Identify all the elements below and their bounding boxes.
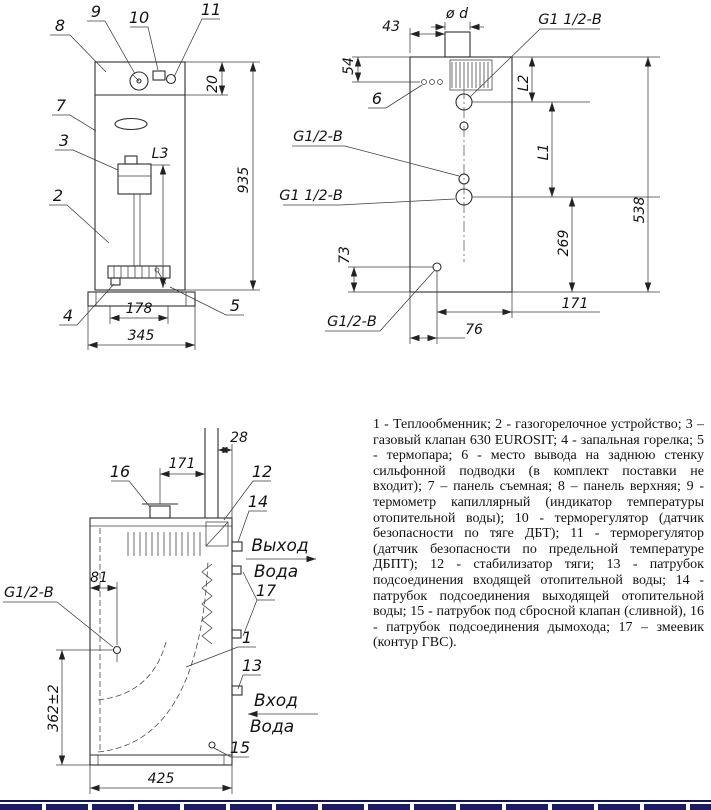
table-edge-cells xyxy=(0,804,711,810)
inlet-pipe-stub xyxy=(231,685,243,696)
coil-fitting-top xyxy=(231,565,242,575)
dim-171-side: 171 xyxy=(169,456,196,472)
callout-14: 14 xyxy=(248,492,268,511)
dim-538: 538 xyxy=(632,197,648,224)
dim-L1: L1 xyxy=(536,144,552,161)
dim-76: 76 xyxy=(465,322,483,338)
callout-7: 7 xyxy=(56,96,67,115)
dim-425: 425 xyxy=(148,771,175,787)
dim-935: 935 xyxy=(236,167,252,194)
dim-73: 73 xyxy=(337,246,353,264)
table-edge xyxy=(0,800,711,810)
callout-8: 8 xyxy=(55,16,65,35)
dim-171-back: 171 xyxy=(562,296,589,312)
outlet-pipe-stub xyxy=(231,541,243,552)
flue-stub-side xyxy=(142,503,178,519)
dim-362: 362±2 xyxy=(46,684,62,731)
label-g12-bottom: G1/2-В xyxy=(327,314,377,330)
callout-12: 12 xyxy=(252,462,272,481)
label-g12-left: G1/2-В xyxy=(293,129,343,145)
dim-20: 20 xyxy=(205,75,221,93)
dim-178: 178 xyxy=(126,301,153,317)
limit-thermostat-knob xyxy=(165,73,177,85)
label-g112-top: G1 1/2-В xyxy=(538,12,602,28)
callout-10: 10 xyxy=(129,8,149,27)
callout-1: 1 xyxy=(242,628,252,647)
dim-54: 54 xyxy=(341,57,357,75)
callout-3: 3 xyxy=(59,131,69,150)
thermometer-icon xyxy=(129,71,149,91)
gas-valve xyxy=(117,155,152,195)
front-view: 8 9 10 11 7 3 2 4 5 20 935 L3 178 xyxy=(49,0,260,350)
callout-9: 9 xyxy=(91,2,101,21)
thermostat-knob xyxy=(152,70,166,81)
callout-5: 5 xyxy=(230,296,240,315)
dim-269: 269 xyxy=(556,230,572,257)
dim-L3: L3 xyxy=(152,146,169,162)
vent-grille xyxy=(449,59,493,91)
gas-connection xyxy=(458,173,470,185)
combustion-chamber-arc xyxy=(97,559,209,753)
label-outlet-word2: Вода xyxy=(254,562,298,582)
thermocouple xyxy=(154,267,167,285)
side-view: 28 171 16 12 14 17 1 13 15 Выход Вода Вх… xyxy=(3,428,318,794)
coil-fitting-bottom xyxy=(231,629,242,639)
drain-connection xyxy=(432,262,442,272)
dhw-coil xyxy=(201,563,213,645)
dim-flue-diameter: ø d xyxy=(445,6,468,22)
label-g112-left: G1 1/2-В xyxy=(279,188,343,204)
dim-43: 43 xyxy=(382,19,400,35)
dim-345: 345 xyxy=(128,328,155,344)
relief-valve-stub xyxy=(208,741,216,749)
callout-6: 6 xyxy=(372,89,382,108)
back-view: ø d 43 54 6 G1 1/2-В G1/2-В G1 1/2-В xyxy=(279,6,660,344)
label-inlet-word2: Вода xyxy=(250,717,294,737)
dim-28: 28 xyxy=(230,430,248,446)
callout-11: 11 xyxy=(201,0,221,19)
dim-L2: L2 xyxy=(516,75,532,92)
label-outlet-word1: Выход xyxy=(251,536,308,556)
boiler-side-outline xyxy=(89,517,233,766)
draft-stabilizer xyxy=(205,521,229,547)
drain-fitting-side xyxy=(112,645,122,662)
callout-2: 2 xyxy=(53,186,63,205)
callout-15: 15 xyxy=(230,738,250,757)
callout-13: 13 xyxy=(242,656,262,675)
legend-text: 1 - Теплообменник; 2 - газогорелочное ус… xyxy=(373,417,704,651)
label-g12-side: G1/2-В xyxy=(4,585,54,601)
viewing-slot xyxy=(114,117,148,131)
label-inlet-word1: Вход xyxy=(254,691,298,711)
sensor-pocket xyxy=(459,121,469,131)
callout-17: 17 xyxy=(256,581,277,600)
sensor-outlet-hole xyxy=(421,79,427,85)
callout-16: 16 xyxy=(110,462,130,481)
boiler-front-outline xyxy=(94,61,186,291)
callout-4: 4 xyxy=(63,306,73,325)
pilot-burner xyxy=(110,277,121,286)
chimney-pipe xyxy=(204,428,219,518)
flue-stub-back xyxy=(444,31,471,58)
heat-exchanger-fins xyxy=(127,532,201,556)
dim-81: 81 xyxy=(90,570,108,586)
